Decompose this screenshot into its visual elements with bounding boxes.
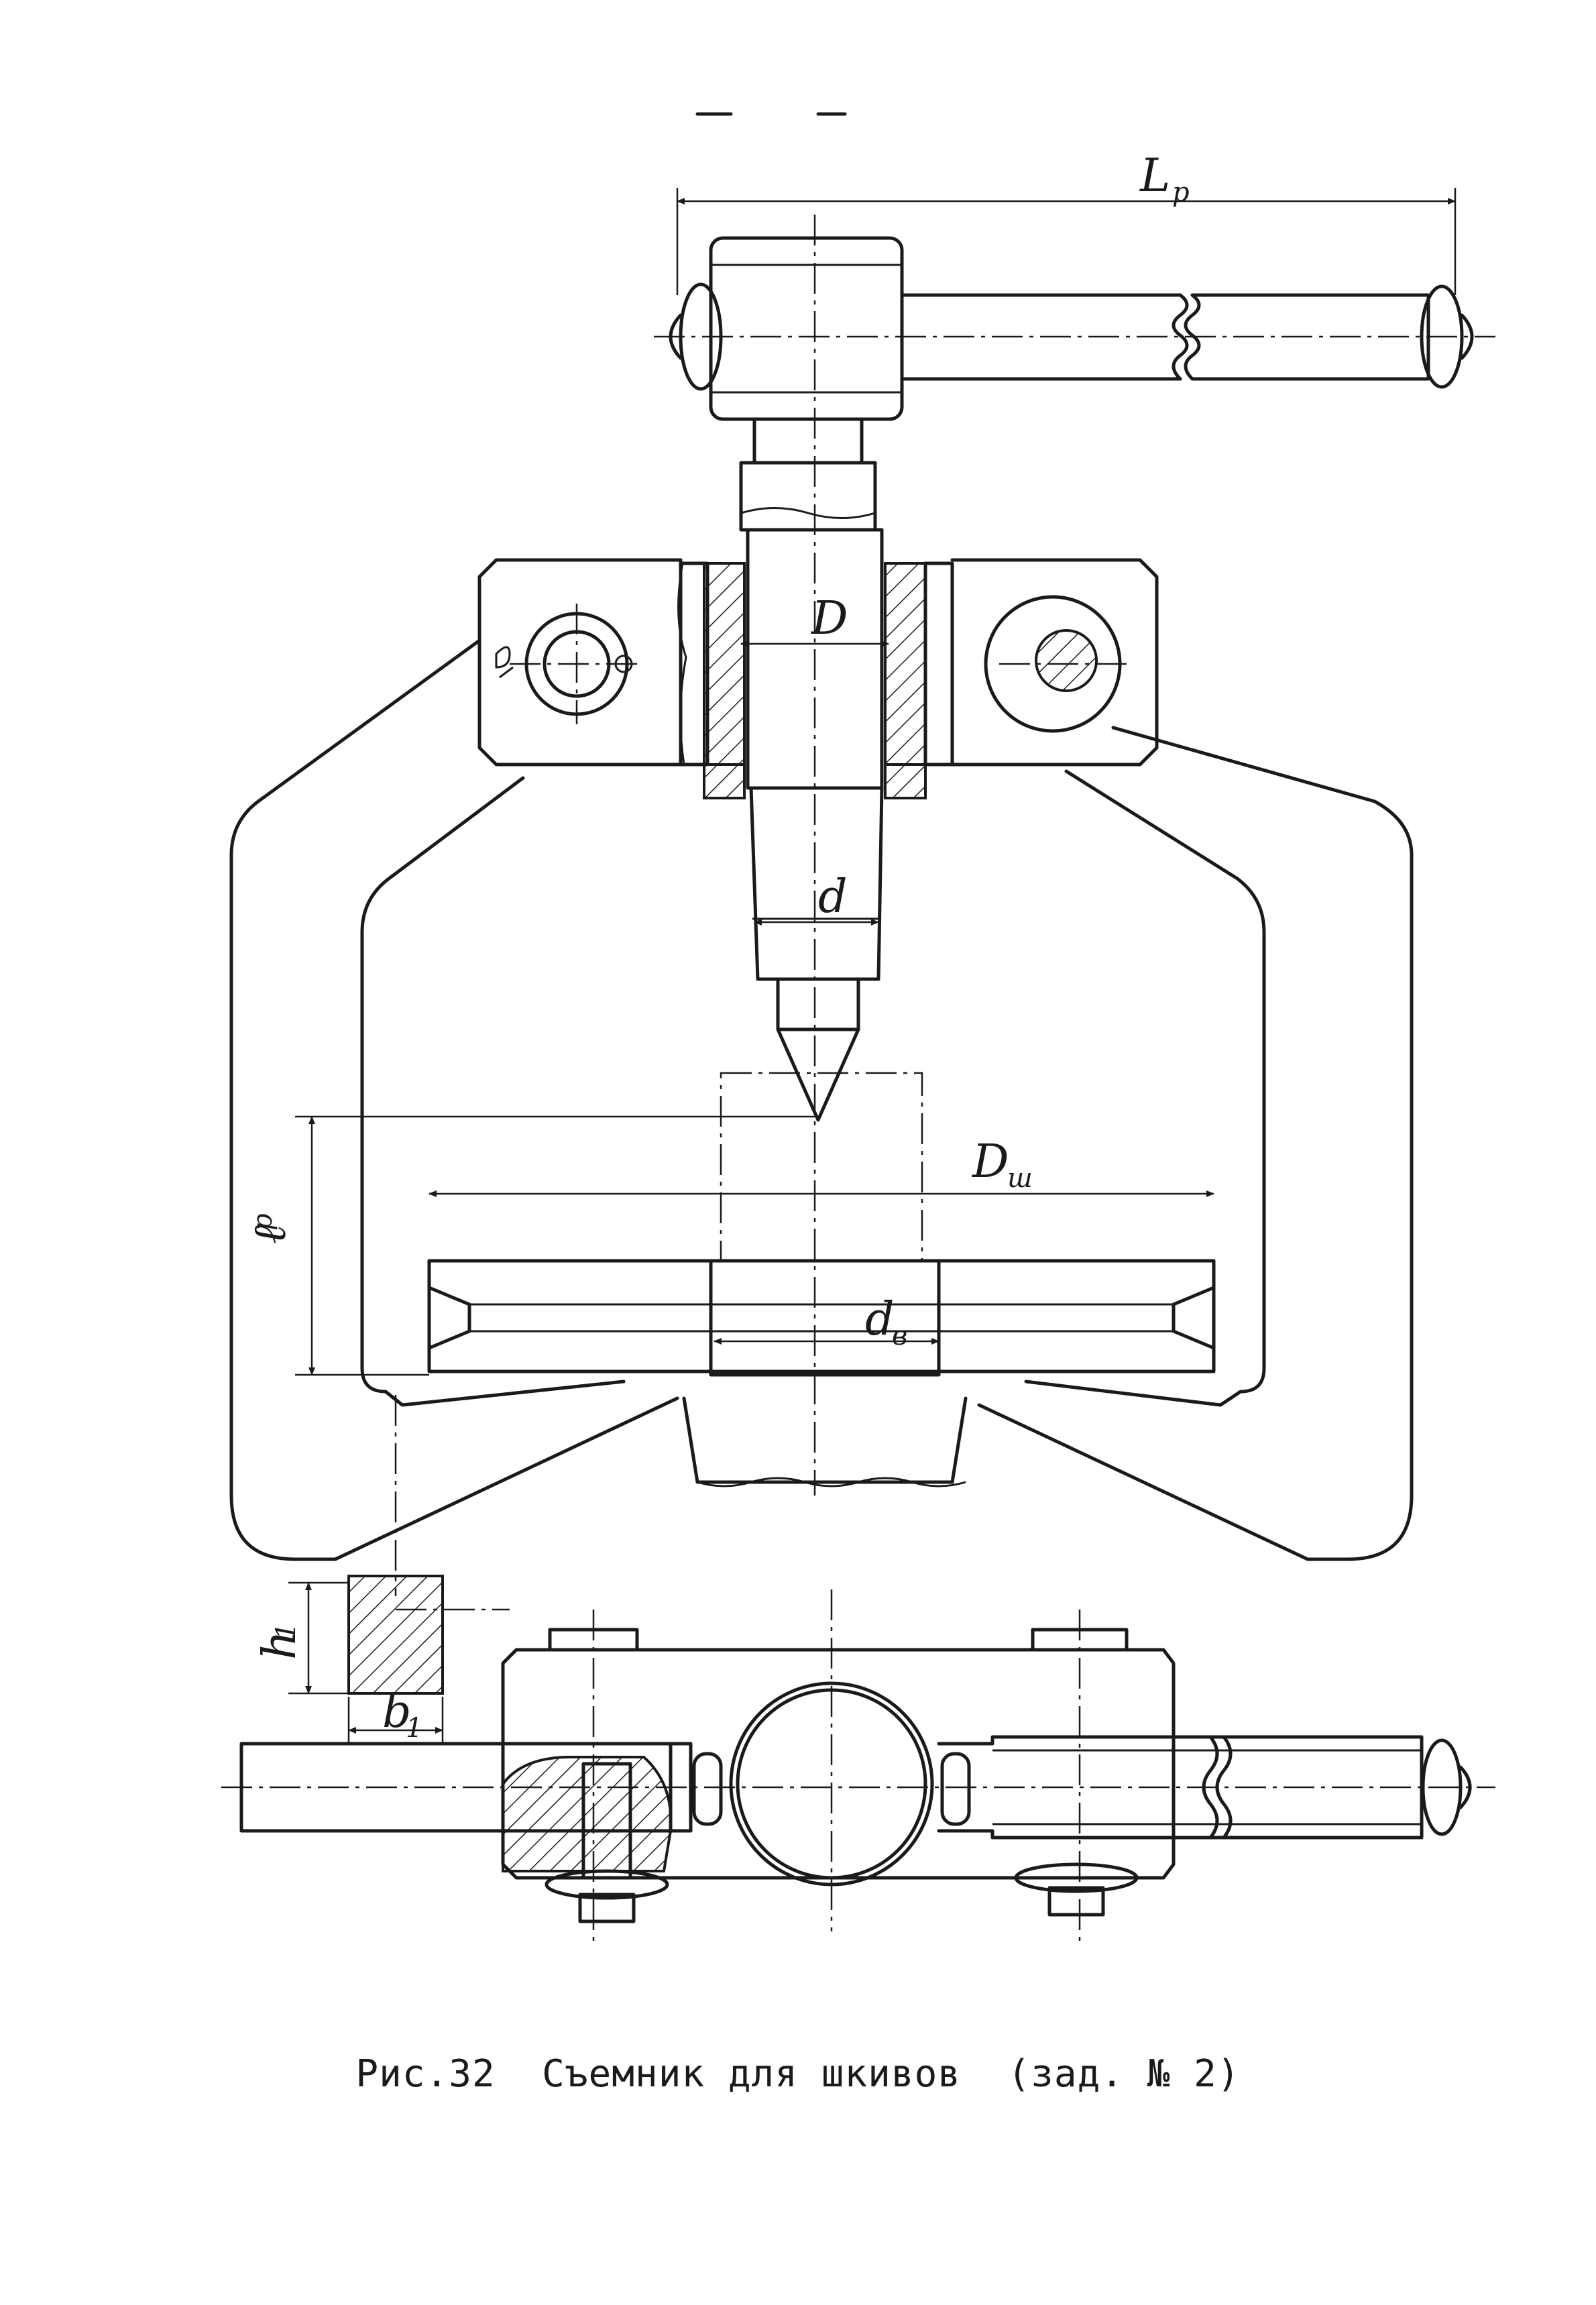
figure-caption: Рис.32 Съемник для шкивов (зад. № 2) bbox=[0, 2052, 1596, 2096]
puller-legs bbox=[229, 638, 1414, 1561]
label-lp-sub: p bbox=[1172, 177, 1190, 208]
caption-title: Съемник для шкивов bbox=[542, 2052, 961, 2096]
label-lp-vertical: ℓ bbox=[243, 1225, 296, 1244]
label-lp-vertical-sub: p bbox=[247, 1213, 278, 1231]
label-b1: b bbox=[382, 1685, 412, 1738]
label-D: D bbox=[810, 592, 848, 645]
d-big-dimension: D bbox=[740, 592, 889, 647]
center-lines bbox=[394, 215, 1495, 1596]
label-db: d bbox=[865, 1293, 895, 1346]
top-view bbox=[221, 1589, 1495, 1945]
lp-vertical-dimension: ℓ p bbox=[243, 1115, 818, 1376]
label-h1-sub: 1 bbox=[271, 1623, 302, 1640]
lp-dimension: L p bbox=[676, 150, 1457, 295]
label-d: d bbox=[818, 870, 848, 923]
caption-fig: Рис.32 bbox=[355, 2052, 496, 2096]
d-small-dimension: d bbox=[754, 870, 879, 925]
nut-block bbox=[679, 561, 954, 799]
label-db-sub: в bbox=[892, 1320, 907, 1351]
screw-shaft bbox=[739, 417, 884, 1122]
label-dsh-sub: ш bbox=[1007, 1163, 1033, 1194]
db-dimension: d в bbox=[714, 1293, 939, 1351]
label-b1-sub: 1 bbox=[406, 1713, 422, 1744]
label-dsh: D bbox=[971, 1135, 1009, 1188]
pulley bbox=[427, 1072, 1216, 1487]
leg-section: h 1 b 1 bbox=[253, 1575, 444, 1744]
label-h1: h bbox=[253, 1630, 306, 1660]
dsh-dimension: D ш bbox=[429, 1135, 1214, 1197]
caption-task: (зад. № 2) bbox=[1007, 2052, 1241, 2096]
t-handle bbox=[669, 236, 1474, 421]
label-lp: L bbox=[1139, 150, 1170, 203]
